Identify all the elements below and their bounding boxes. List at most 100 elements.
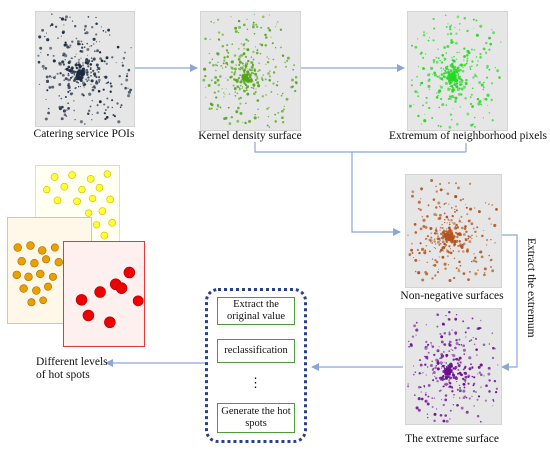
map-point — [274, 113, 277, 116]
map-point — [441, 226, 444, 230]
map-point — [230, 61, 233, 64]
map-point — [244, 55, 248, 59]
map-point — [240, 66, 244, 70]
map-point — [91, 60, 94, 63]
map-point — [452, 59, 456, 63]
map-point — [436, 349, 440, 353]
map-point — [445, 230, 448, 233]
map-point — [261, 79, 264, 82]
map-point — [96, 69, 98, 71]
map-point — [457, 359, 460, 362]
map-point — [446, 368, 448, 371]
map-point — [449, 113, 453, 116]
map-point — [246, 70, 250, 74]
map-point — [475, 33, 479, 37]
map-point — [472, 18, 475, 21]
map-point — [216, 104, 220, 108]
map-point — [96, 111, 99, 115]
map-point — [473, 116, 476, 119]
map-point — [468, 240, 472, 244]
map-point — [460, 226, 464, 230]
map-point — [216, 52, 220, 56]
map-point — [238, 88, 241, 91]
map-point — [412, 373, 415, 376]
kernel-density-map — [200, 11, 301, 131]
map-point — [230, 66, 234, 70]
map-point — [455, 58, 458, 60]
map-point — [413, 324, 417, 328]
map-point — [64, 18, 67, 21]
map-point — [470, 260, 473, 263]
map-point — [458, 51, 460, 53]
map-point — [82, 72, 86, 76]
map-point — [426, 416, 429, 419]
map-point — [234, 91, 237, 93]
map-point — [462, 80, 464, 82]
map-point — [483, 273, 486, 277]
map-point — [433, 412, 437, 416]
map-point — [457, 234, 459, 236]
map-point — [456, 51, 458, 54]
map-point — [86, 73, 89, 76]
map-point — [112, 114, 115, 117]
map-point — [222, 62, 225, 65]
map-point — [90, 74, 92, 77]
map-point — [436, 360, 440, 364]
map-point — [73, 73, 76, 76]
map-point — [81, 43, 84, 46]
map-point — [419, 242, 422, 245]
map-point — [441, 232, 444, 234]
red-hotspot-dots — [75, 266, 144, 329]
map-point — [424, 393, 427, 396]
map-point — [87, 16, 90, 18]
map-point — [471, 60, 474, 63]
map-point — [464, 225, 467, 228]
map-point — [437, 201, 441, 205]
map-point — [74, 118, 76, 121]
map-point — [477, 365, 481, 369]
map-point — [455, 375, 457, 378]
map-point — [421, 278, 425, 282]
map-point — [90, 44, 93, 47]
map-point — [475, 260, 478, 263]
map-point — [487, 372, 491, 376]
map-point — [441, 236, 445, 240]
map-point — [443, 242, 446, 246]
map-point — [63, 113, 67, 117]
map-point — [64, 59, 66, 61]
map-point — [473, 125, 476, 128]
map-point — [415, 328, 419, 332]
map-point — [223, 96, 225, 98]
map-point — [225, 88, 227, 90]
map-point — [268, 126, 271, 128]
map-point — [457, 72, 460, 76]
map-point — [449, 231, 451, 233]
map-point — [489, 259, 492, 262]
map-point — [482, 117, 484, 119]
map-point — [127, 94, 131, 98]
map-point — [276, 84, 279, 87]
map-point — [439, 188, 443, 192]
map-point — [450, 233, 452, 235]
map-point — [257, 108, 259, 111]
map-point — [446, 248, 448, 251]
map-point — [56, 72, 59, 75]
map-point — [275, 26, 277, 28]
map-point — [458, 232, 462, 236]
map-point — [474, 256, 477, 259]
nonneg-label: Non-negative surfaces — [400, 290, 504, 302]
map-point — [462, 389, 466, 393]
map-point — [456, 88, 460, 92]
map-point — [457, 369, 460, 371]
map-point — [80, 69, 83, 72]
map-point — [426, 215, 429, 218]
map-point — [105, 82, 108, 85]
map-point — [252, 86, 255, 89]
map-point — [425, 53, 427, 55]
map-point — [485, 76, 489, 79]
map-point — [494, 67, 496, 69]
kernel-label: Kernel density surface — [198, 130, 302, 142]
map-point — [478, 81, 482, 84]
map-point — [465, 203, 466, 205]
map-point — [425, 374, 427, 376]
